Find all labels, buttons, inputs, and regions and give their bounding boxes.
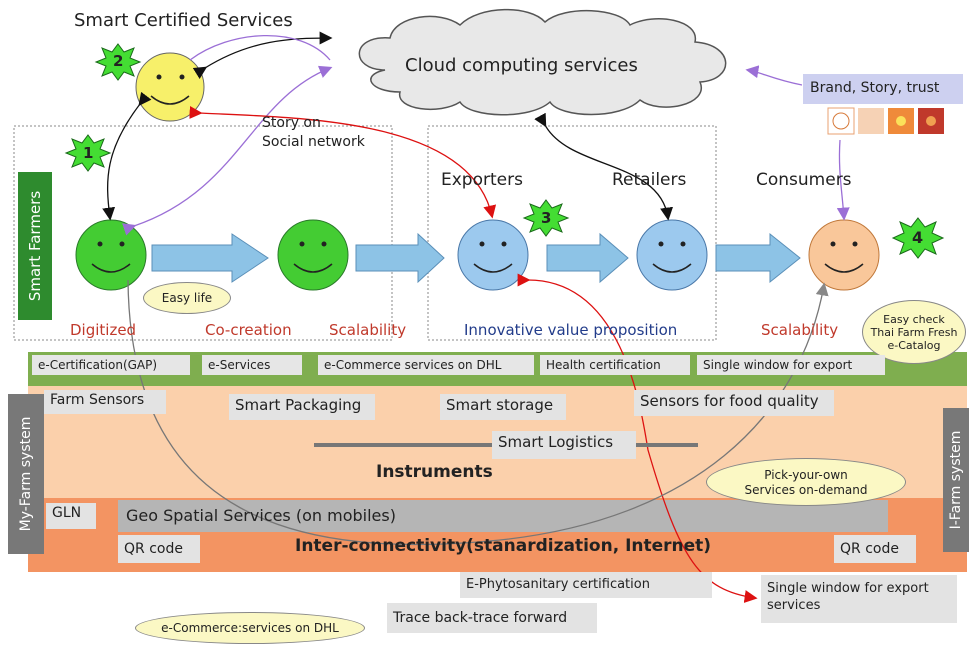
arrow-purple-brand [745, 65, 803, 86]
flow-arrow-4 [715, 232, 801, 284]
logo-tile-2 [858, 108, 884, 134]
my-farm-bar [8, 394, 44, 554]
sensors-food-box: Sensors for food quality [634, 390, 834, 416]
pick-line-1: Pick-your-own [764, 468, 848, 482]
cloud-label: Cloud computing services [405, 55, 638, 76]
consumer-face [808, 219, 880, 291]
farmer-face-1 [75, 219, 147, 291]
consumers-label: Consumers [756, 170, 852, 190]
star-number-1: 1 [83, 144, 94, 162]
easy-life-bubble: Easy life [143, 282, 231, 314]
e-certification-box: e-Certification(GAP) [32, 355, 190, 375]
yellow-face [135, 52, 205, 122]
arrow-yellow-to-cloud [192, 31, 333, 80]
smart-packaging-box: Smart Packaging [229, 394, 375, 420]
arrow-yellow-to-farmer [102, 91, 152, 221]
brand-box [803, 74, 963, 104]
cocreation-label: Co-creation [205, 321, 292, 339]
star-number-4: 4 [912, 228, 924, 247]
easy-check-line-3: e-Catalog [887, 339, 941, 352]
ecommerce-bubble-text: e-Commerce:services on DHL [161, 621, 339, 635]
farmer-face-2 [277, 219, 349, 291]
phytosanitary-box: E-Phytosanitary certification [460, 572, 712, 598]
retailers-label: Retailers [612, 170, 687, 190]
brand-label: Brand, Story, trust [810, 80, 940, 96]
smart-logistics-box: Smart Logistics [492, 431, 636, 459]
gln-box: GLN [46, 503, 96, 529]
single-window-box: Single window for export [697, 355, 885, 375]
ecommerce-bubble: e-Commerce:services on DHL [135, 612, 365, 644]
arrow-purple-yellow [189, 34, 331, 61]
red-line-yellow-exporter [189, 105, 497, 219]
arrow-cloud-to-retailer [534, 112, 674, 221]
flow-arrow-2 [355, 232, 445, 284]
easy-check-bubble: Easy check Thai Farm Fresh e-Catalog [862, 300, 966, 364]
connectivity-title: Inter-connectivity(stanardization, Inter… [295, 536, 712, 556]
cloud-shape [358, 8, 727, 116]
star-burst-4 [891, 217, 945, 259]
scalability-label-1: Scalability [329, 321, 407, 339]
smart-farmers-bar [18, 172, 52, 320]
star-number-3: 3 [541, 209, 552, 227]
farm-sensors-box: Farm Sensors [44, 390, 166, 414]
exporter-face [457, 219, 529, 291]
flow-arrow-1 [151, 233, 269, 283]
scalability-label-2: Scalability [761, 321, 839, 339]
logo-tile-1 [827, 107, 855, 135]
pick-your-own-bubble: Pick-your-own Services on-demand [706, 458, 906, 506]
single-window-line-2: services [767, 598, 821, 613]
arrow-purple-consumer [836, 139, 850, 221]
i-farm-bar [943, 408, 969, 552]
story-line-1: Story on [262, 115, 321, 131]
exporters-label: Exporters [441, 170, 523, 190]
qr-right-box: QR code [834, 535, 916, 563]
story-line-2: Social network [262, 134, 365, 150]
innovative-label: Innovative value proposition [464, 321, 678, 339]
digitized-label: Digitized [70, 321, 137, 339]
single-window-services-box: Single window for export services [761, 575, 957, 623]
pick-line-2: Services on-demand [744, 483, 868, 497]
single-window-line-1: Single window for export [767, 581, 929, 596]
star-number-2: 2 [113, 52, 124, 70]
easy-life-text: Easy life [161, 291, 213, 305]
geo-band [118, 500, 888, 532]
smart-storage-box: Smart storage [440, 394, 566, 420]
geo-label: Geo Spatial Services (on mobiles) [126, 506, 396, 525]
easy-check-line-1: Easy check [883, 313, 945, 326]
e-services-box: e-Services [202, 355, 302, 375]
retailer-face [636, 219, 708, 291]
star-burst-1 [64, 134, 112, 172]
page-title: Smart Certified Services [74, 10, 293, 31]
easy-check-line-2: Thai Farm Fresh [870, 326, 958, 339]
health-cert-box: Health certification [540, 355, 690, 375]
flow-arrow-3 [546, 232, 629, 284]
instruments-title: Instruments [376, 462, 493, 482]
e-commerce-box: e-Commerce services on DHL [318, 355, 534, 375]
qr-left-box: QR code [118, 535, 200, 563]
trace-box: Trace back-trace forward [387, 603, 597, 633]
